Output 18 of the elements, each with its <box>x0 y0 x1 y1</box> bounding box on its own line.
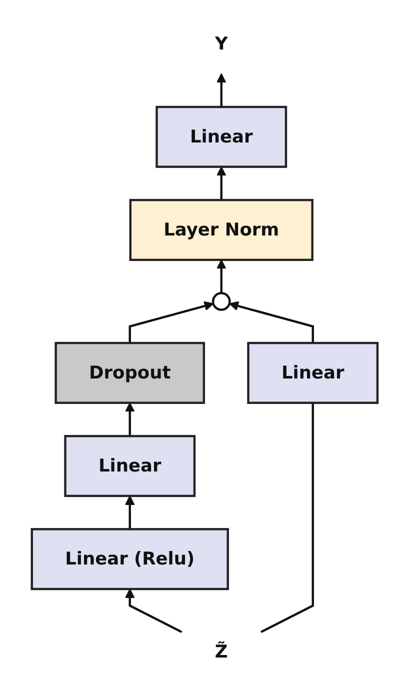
arrow <box>216 259 227 294</box>
node-circle <box>212 292 232 311</box>
arrow <box>125 588 183 633</box>
node-box: Linear <box>247 342 379 404</box>
connector <box>260 402 314 633</box>
node-box: Dropout <box>55 342 206 404</box>
node-text: Z̃ <box>215 641 228 662</box>
arrow <box>125 496 136 530</box>
node-box: Layer Norm <box>130 198 314 261</box>
arrow <box>216 73 227 107</box>
arrow <box>129 301 214 344</box>
node-box: Linear <box>156 106 288 168</box>
arrow <box>125 402 136 436</box>
node-box: Linear (Relu) <box>31 528 230 590</box>
arrow <box>229 301 314 344</box>
arrow <box>216 166 227 200</box>
node-box: Linear <box>64 435 196 498</box>
node-text: Y <box>215 32 228 54</box>
